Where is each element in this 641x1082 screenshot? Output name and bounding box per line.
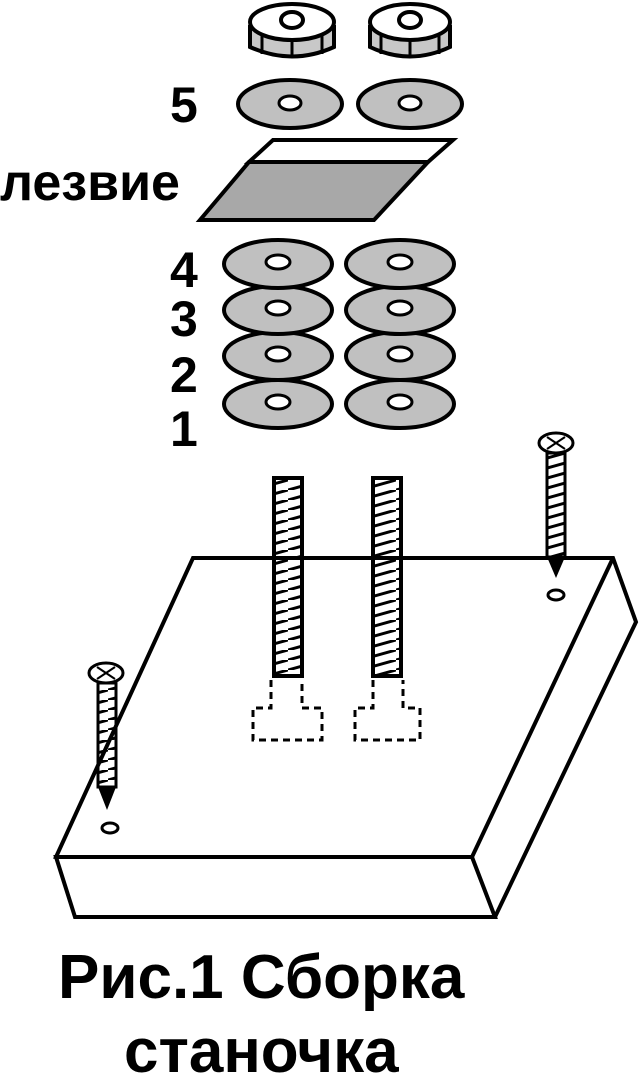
nut-right bbox=[368, 2, 452, 59]
blade-shape bbox=[195, 138, 459, 222]
washer-5-right bbox=[356, 78, 464, 130]
blade-label: лезвие bbox=[0, 154, 180, 212]
washer-stack-right bbox=[344, 238, 456, 430]
stud-right bbox=[353, 476, 422, 742]
nut-left bbox=[248, 2, 336, 59]
base-block bbox=[53, 556, 639, 920]
washer-2-label: 2 bbox=[170, 347, 198, 403]
washer-stack-left bbox=[222, 238, 334, 430]
screw-right bbox=[537, 431, 575, 602]
washer-5-left bbox=[236, 78, 344, 130]
washer-5-label: 5 bbox=[170, 77, 198, 133]
caption-line-2: станочка bbox=[124, 1017, 399, 1082]
washer-3-label: 3 bbox=[170, 291, 198, 347]
washer-4-label: 4 bbox=[170, 242, 198, 298]
caption-line-1: Рис.1 Сборка bbox=[58, 943, 465, 1012]
screw-left bbox=[87, 661, 125, 835]
stud-left bbox=[251, 476, 324, 742]
washer-1-label: 1 bbox=[170, 401, 198, 457]
